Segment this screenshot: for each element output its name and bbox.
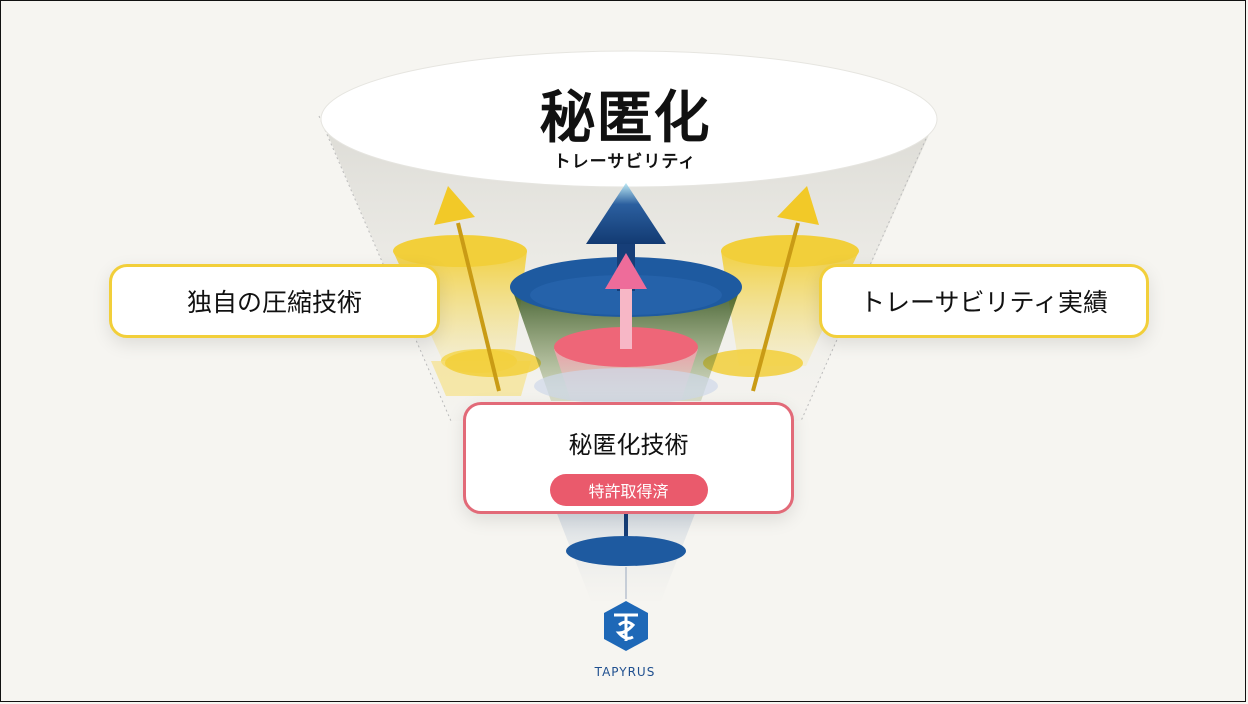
traceability-record-label: トレーサビリティ実績 [819, 264, 1149, 338]
diagram-subtitle: トレーサビリティ [553, 152, 697, 172]
diagram-title: 秘匿化 [539, 86, 711, 151]
top-ellipse [320, 50, 938, 188]
concealment-tech-card: 秘匿化技術 特許取得済 [463, 402, 794, 514]
bottom-ellipse [566, 536, 686, 566]
brand-name: TAPYRUS [594, 665, 656, 679]
pink-arrow-head [605, 253, 647, 289]
compression-tech-label: 独自の圧縮技術 [109, 264, 440, 338]
concealment-tech-label: 秘匿化技術 [568, 431, 689, 459]
tapyrus-logo-icon [604, 601, 648, 651]
patent-badge: 特許取得済 [549, 474, 708, 506]
blue-arrow-head [586, 183, 666, 244]
